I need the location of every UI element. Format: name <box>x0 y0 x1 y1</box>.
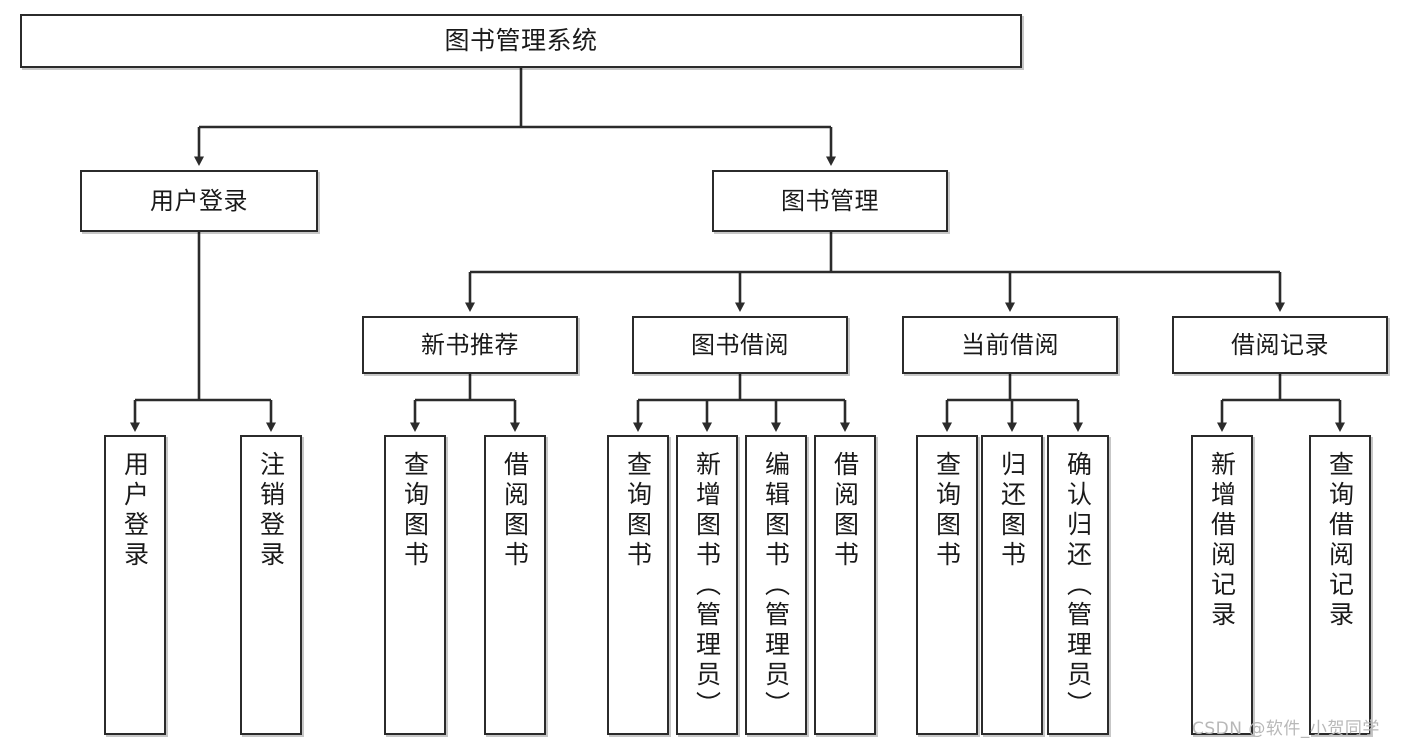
node-new-book-rec[interactable]: 新书推荐 <box>362 316 578 374</box>
node-leaf-user-login[interactable]: 用户登录 <box>104 435 166 735</box>
node-leaf-add-book[interactable]: 新增图书（管理员） <box>676 435 738 735</box>
node-book-manage-label: 图书管理 <box>781 186 879 215</box>
node-leaf-borrow-book-a[interactable]: 借阅图书 <box>484 435 546 735</box>
node-leaf-query-book-c[interactable]: 查询图书 <box>916 435 978 735</box>
node-new-book-rec-label: 新书推荐 <box>421 330 519 359</box>
node-book-borrow[interactable]: 图书借阅 <box>632 316 848 374</box>
node-current-borrow-label: 当前借阅 <box>961 330 1059 359</box>
node-leaf-user-login-label: 用户登录 <box>120 451 150 571</box>
node-leaf-logout[interactable]: 注销登录 <box>240 435 302 735</box>
node-leaf-add-record-label: 新增借阅记录 <box>1207 451 1237 631</box>
node-leaf-query-book-c-label: 查询图书 <box>932 451 962 571</box>
node-leaf-return-book-label: 归还图书 <box>997 451 1027 571</box>
watermark: CSDN @软件_小贺同学 <box>1192 719 1380 739</box>
node-leaf-borrow-book-a-label: 借阅图书 <box>500 451 530 571</box>
node-leaf-query-book-a-label: 查询图书 <box>400 451 430 571</box>
node-borrow-record[interactable]: 借阅记录 <box>1172 316 1388 374</box>
node-leaf-borrow-book-b-label: 借阅图书 <box>830 451 860 571</box>
node-leaf-edit-book-label: 编辑图书（管理员） <box>761 451 791 721</box>
node-book-borrow-label: 图书借阅 <box>691 330 789 359</box>
node-leaf-confirm-return[interactable]: 确认归还（管理员） <box>1047 435 1109 735</box>
node-leaf-query-book-b-label: 查询图书 <box>623 451 653 571</box>
node-root[interactable]: 图书管理系统 <box>20 14 1022 68</box>
node-borrow-record-label: 借阅记录 <box>1231 330 1329 359</box>
node-leaf-add-book-label: 新增图书（管理员） <box>692 451 722 721</box>
node-leaf-add-record[interactable]: 新增借阅记录 <box>1191 435 1253 735</box>
node-user-login-label: 用户登录 <box>150 186 248 215</box>
node-user-login[interactable]: 用户登录 <box>80 170 318 232</box>
node-leaf-borrow-book-b[interactable]: 借阅图书 <box>814 435 876 735</box>
node-current-borrow[interactable]: 当前借阅 <box>902 316 1118 374</box>
node-leaf-query-book-a[interactable]: 查询图书 <box>384 435 446 735</box>
node-leaf-query-record-label: 查询借阅记录 <box>1325 451 1355 631</box>
node-book-manage[interactable]: 图书管理 <box>712 170 948 232</box>
node-leaf-logout-label: 注销登录 <box>256 451 286 571</box>
node-leaf-query-record[interactable]: 查询借阅记录 <box>1309 435 1371 735</box>
node-root-label: 图书管理系统 <box>444 26 598 56</box>
node-leaf-return-book[interactable]: 归还图书 <box>981 435 1043 735</box>
node-leaf-edit-book[interactable]: 编辑图书（管理员） <box>745 435 807 735</box>
node-leaf-confirm-return-label: 确认归还（管理员） <box>1063 451 1093 721</box>
node-leaf-query-book-b[interactable]: 查询图书 <box>607 435 669 735</box>
